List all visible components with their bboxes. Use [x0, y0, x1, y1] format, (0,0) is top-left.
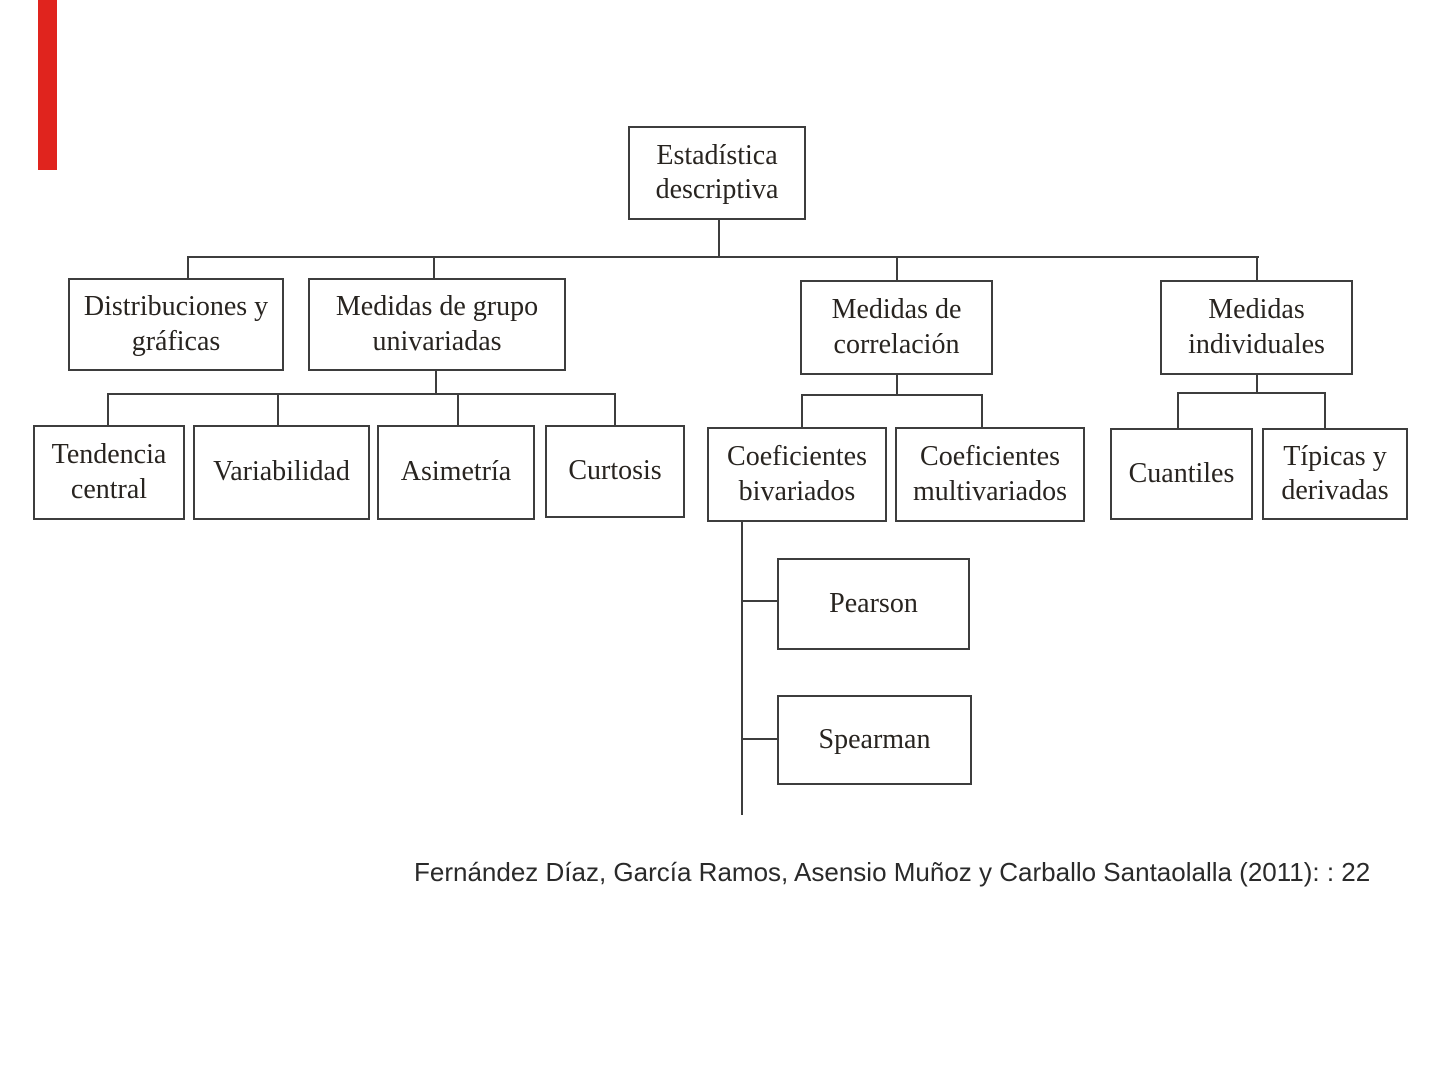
connector-stub-distribuciones [187, 256, 189, 278]
connector-stub-curtosis [614, 393, 616, 425]
connector-grupo-stem [435, 371, 437, 395]
connector-stub-spearman [741, 738, 777, 740]
connector-stub-cuantiles [1177, 392, 1179, 428]
node-estadistica-descriptiva: Estadística descriptiva [628, 126, 806, 220]
connector-root-stem [718, 220, 720, 258]
node-spearman: Spearman [777, 695, 972, 785]
connector-stub-bivariados [801, 394, 803, 427]
connector-stub-tendencia [107, 393, 109, 425]
connector-stub-multivariados [981, 394, 983, 427]
node-tipicas-derivadas: Típicas y derivadas [1262, 428, 1408, 520]
node-pearson: Pearson [777, 558, 970, 650]
citation-text: Fernández Díaz, García Ramos, Asensio Mu… [414, 857, 1371, 887]
node-asimetria: Asimetría [377, 425, 535, 520]
node-coeficientes-bivariados: Coeficientes bivariados [707, 427, 887, 522]
connector-stub-individuales [1256, 256, 1258, 280]
connector-stub-correlacion [896, 256, 898, 280]
red-edge-ribbon [38, 0, 57, 170]
connector-grupo-rail [107, 393, 616, 395]
node-cuantiles: Cuantiles [1110, 428, 1253, 520]
node-distribuciones-graficas: Distribuciones y gráficas [68, 278, 284, 371]
connector-stub-grupo [433, 256, 435, 278]
connector-individuales-stem [1256, 375, 1258, 394]
connector-correlacion-rail [801, 394, 983, 396]
connector-individuales-rail [1177, 392, 1326, 394]
connector-level1-rail [187, 256, 1259, 258]
connector-stub-tipicas [1324, 392, 1326, 428]
connector-stub-variabilidad [277, 393, 279, 425]
node-coeficientes-multivariados: Coeficientes multivariados [895, 427, 1085, 522]
node-variabilidad: Variabilidad [193, 425, 370, 520]
node-medidas-grupo-univariadas: Medidas de grupo univariadas [308, 278, 566, 371]
connector-bivariados-trunk [741, 522, 743, 815]
connector-stub-asimetria [457, 393, 459, 425]
node-tendencia-central: Tendencia central [33, 425, 185, 520]
node-medidas-correlacion: Medidas de correlación [800, 280, 993, 375]
node-medidas-individuales: Medidas individuales [1160, 280, 1353, 375]
connector-correlacion-stem [896, 375, 898, 396]
connector-stub-pearson [741, 600, 777, 602]
node-curtosis: Curtosis [545, 425, 685, 518]
